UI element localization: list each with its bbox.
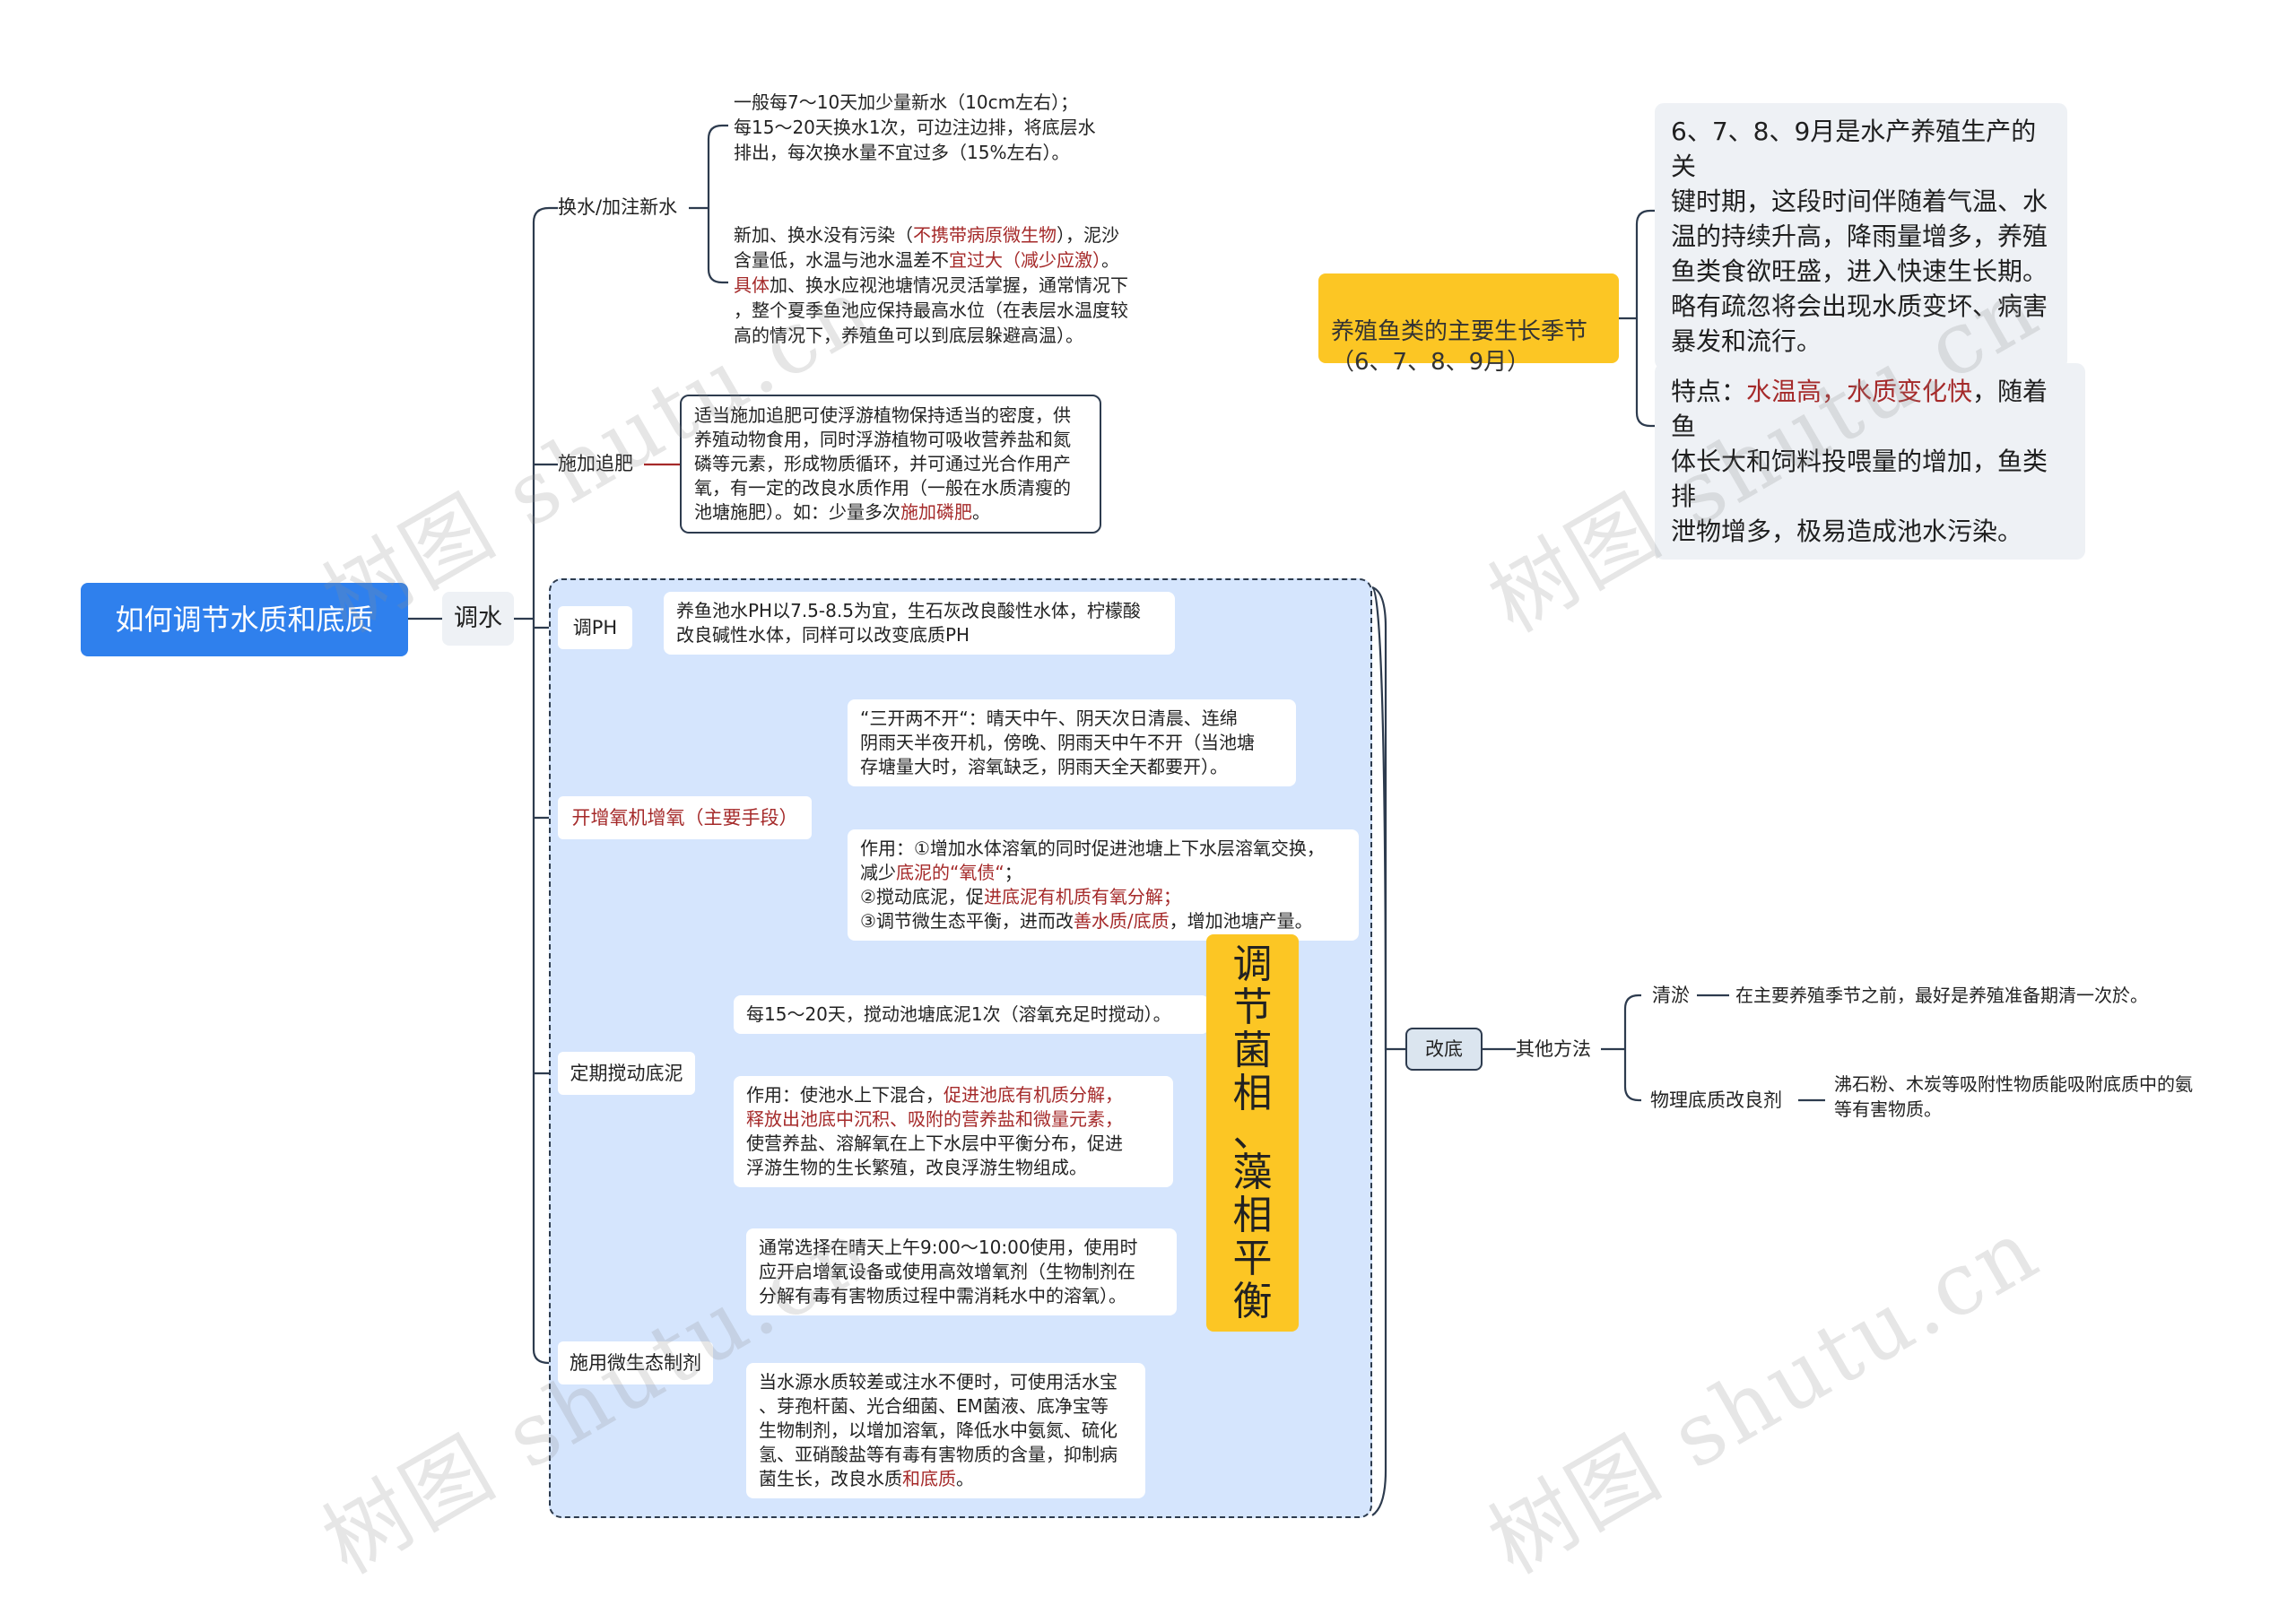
branch-water-label[interactable]: 换水/加注新水 [558,196,678,218]
water-c2-p5: 具体 [734,274,770,296]
season-c2-p0: 特点： [1671,377,1747,406]
stir-card-2: 作用：使池水上下混合，促进池底有机质分解， 释放出池底中沉积、吸附的营养盐和微量… [734,1076,1173,1187]
water-card-2: 新加、换水没有污染（不携带病原微生物），泥沙 含量低，水温与池水温差不宜过大（减… [734,222,1182,348]
water-c2-p3: 宜过大（减少应激） [949,249,1101,271]
micro-card-1: 通常选择在晴天上午9:00～10:00使用，使用时 应开启增氧设备或使用高效增氧… [746,1228,1177,1315]
summary-char: 调 [1232,941,1273,987]
fert-p2: 。 [972,501,990,523]
branch-ph-label: 调PH [572,617,618,638]
season-c2-p1: 水温高，水质变化快 [1746,377,1973,406]
season-card-1: 6、7、8、9月是水产养殖生产的关 键时期，这段时间伴随着气温、水 温的持续升高… [1655,103,2067,369]
branch-fertilize-label[interactable]: 施加追肥 [558,453,633,474]
topic-bottom-label: 改底 [1425,1038,1463,1060]
water-c2-p4: 。 [1101,249,1119,271]
summary-char: 藻 [1232,1149,1273,1195]
season-c2-p2: ，随着鱼 体长大和饲料投喂量的增加，鱼类排 泄物增多，极易造成池水污染。 [1671,377,2048,546]
summary-char: 、 [1232,1109,1273,1156]
water-c2-p6: 加、换水应视池塘情况灵活掌握，通常情况下 ，整个夏季鱼池应保持最高水位（在表层水… [734,274,1128,346]
branch-stir-label: 定期搅动底泥 [570,1063,683,1084]
dredge-label[interactable]: 清淤 [1652,985,1690,1006]
aer-p5: 善水质/底质 [1073,910,1170,932]
aer-p0: 作用：①增加水体溶氧的同时促进池塘上下水层溶氧交换， 减少 [860,838,1325,883]
root-node[interactable]: 如何调节水质和底质 [81,583,408,656]
branch-micro-node[interactable]: 施用微生态制剂 [558,1341,713,1384]
summary-char: 衡 [1232,1278,1273,1324]
branch-aerator-node[interactable]: 开增氧机增氧（主要手段） [558,796,812,839]
summary-char: 相 [1232,1070,1273,1116]
micro-p1: 和底质 [902,1468,956,1489]
season-node[interactable]: 养殖鱼类的主要生长季节 （6、7、8、9月） [1318,273,1619,376]
physical-desc: 沸石粉、木炭等吸附性物质能吸附底质中的氨 等有害物质。 [1834,1073,2193,1120]
micro-p0: 当水源水质较差或注水不便时，可使用活水宝 、芽孢杆菌、光合细菌、EM菌液、底净宝… [759,1371,1118,1489]
aer-p3: 进底泥有机质有氧分解； [983,886,1181,907]
micro-p2: 。 [956,1468,974,1489]
branch-micro-label: 施用微生态制剂 [570,1352,701,1374]
topic-bottom-node[interactable]: 改底 [1405,1028,1483,1071]
season-card-2: 特点：水温高，水质变化快，随着鱼 体长大和饲料投喂量的增加，鱼类排 泄物增多，极… [1655,363,2085,560]
physical-label[interactable]: 物理底质改良剂 [1650,1089,1782,1111]
root-title: 如何调节水质和底质 [115,603,374,637]
season-label: 养殖鱼类的主要生长季节 （6、7、8、9月） [1331,318,1588,376]
ph-card: 养鱼池水PH以7.5-8.5为宜，生石灰改良酸性水体，柠檬酸 改良碱性水体，同样… [664,592,1175,655]
summary-char: 相 [1232,1192,1273,1238]
summary-char: 平 [1232,1235,1273,1281]
aer-p6: ，增加池塘产量。 [1169,910,1313,932]
branch-stir-node[interactable]: 定期搅动底泥 [558,1052,695,1095]
fertilize-card: 适当施加追肥可使浮游植物保持适当的密度，供 养殖动物食用，同时浮游植物可吸收营养… [680,395,1101,534]
water-c2-p1: 不携带病原微生物 [913,224,1057,246]
other-methods-label[interactable]: 其他方法 [1516,1038,1591,1060]
aer-p4: ③调节微生态平衡，进而改 [860,910,1074,932]
stir-p1: 促进池底有机质分解， 释放出池底中沉积、吸附的营养盐和微量元素， [746,1084,1123,1130]
stir-p2: 使营养盐、溶解氧在上下水层中平衡分布，促进 浮游生物的生长繁殖，改良浮游生物组成… [746,1133,1123,1178]
fert-p0: 适当施加追肥可使浮游植物保持适当的密度，供 养殖动物食用，同时浮游植物可吸收营养… [694,404,1071,523]
fert-p1: 施加磷肥 [900,501,972,523]
aer-p2: ； ②搅动底泥，促 [860,862,1022,907]
micro-card-2: 当水源水质较差或注水不便时，可使用活水宝 、芽孢杆菌、光合细菌、EM菌液、底净宝… [746,1363,1145,1498]
water-c2-p2: ），泥沙 含量低，水温与池水温差不 [734,224,1119,271]
dredge-desc: 在主要养殖季节之前，最好是养殖准备期清一次於。 [1735,985,2148,1006]
water-c2-p0: 新加、换水没有污染（ [734,224,913,246]
summary-char: 节 [1232,984,1273,1030]
aerator-card-2: 作用：①增加水体溶氧的同时促进池塘上下水层溶氧交换， 减少底泥的“氧债“； ②搅… [848,829,1359,941]
stir-p0: 作用：使池水上下混合， [746,1084,944,1106]
main-topic-label: 调水 [454,604,502,632]
stir-card-1: 每15～20天，搅动池塘底泥1次（溶氧充足时搅动）。 [734,995,1209,1034]
main-topic-node[interactable]: 调水 [442,592,514,646]
branch-aerator-label: 开增氧机增氧（主要手段） [571,807,798,829]
water-card-1: 一般每7～10天加少量新水（10cm左右）； 每15～20天换水1次，可边注边排… [734,91,1096,163]
summary-label: 调 节 菌 相 、 藻 相 平 衡 [1206,934,1299,1332]
branch-ph-node[interactable]: 调PH [558,606,632,649]
spine-main [532,206,558,1365]
summary-char: 菌 [1232,1027,1273,1073]
aerator-card-1: “三开两不开“：晴天中午、阴天次日清晨、连绵 阴雨天半夜开机，傍晚、阴雨天中午不… [848,699,1296,786]
aer-p1: 底泥的“氧债“ [896,862,1004,883]
